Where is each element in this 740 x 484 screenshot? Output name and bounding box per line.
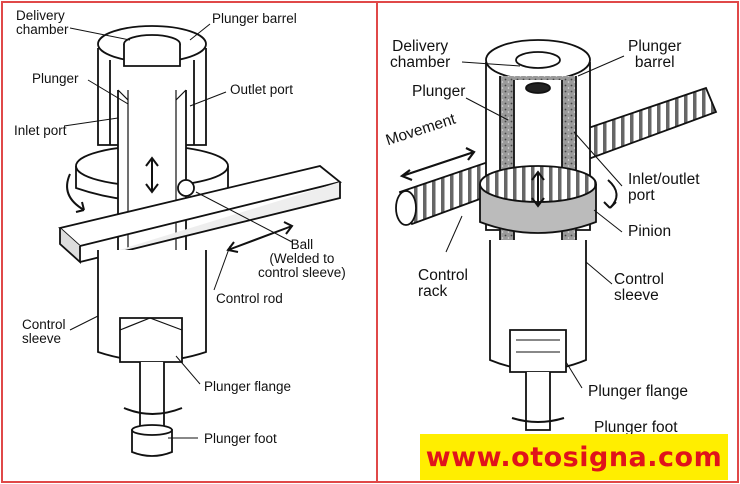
right-label-control-sleeve: Control sleeve <box>614 271 664 305</box>
right-label-plunger-flange: Plunger flange <box>588 383 688 400</box>
right-label-plunger: Plunger <box>412 83 466 100</box>
right-plunger-flange <box>509 329 567 373</box>
left-label-inlet-port: Inlet port <box>14 123 67 138</box>
left-rotation-arrow-lower <box>123 407 183 415</box>
right-foot-rotation-arrow <box>511 417 565 423</box>
right-label-plunger-foot: Plunger foot <box>594 419 678 436</box>
right-movement-arrow <box>399 147 476 182</box>
left-leader-lines <box>63 23 293 439</box>
right-plunger-foot <box>525 372 551 431</box>
left-label-delivery-chamber: Delivery chamber <box>16 8 69 38</box>
right-label-plunger-barrel: Plunger barrel <box>628 38 682 72</box>
left-label-plunger-barrel: Plunger barrel <box>212 11 297 26</box>
left-plunger-foot <box>131 362 173 457</box>
right-rotation-arrow <box>603 179 618 209</box>
left-label-ball: Ball (Welded to control sleeve) <box>258 237 346 281</box>
left-label-plunger-flange: Plunger flange <box>204 379 292 394</box>
right-label-pinion: Pinion <box>628 223 672 240</box>
right-pump-drawing <box>395 39 718 431</box>
right-stroke-arrow <box>531 170 545 208</box>
left-label-plunger-foot: Plunger foot <box>204 431 277 446</box>
right-label-delivery-chamber: Delivery chamber <box>390 38 451 72</box>
left-ball <box>177 179 195 197</box>
left-label-outlet-port: Outlet port <box>230 82 294 97</box>
left-label-control-rod: Control rod <box>216 291 283 306</box>
left-rotation-arrow-upper <box>66 173 85 211</box>
watermark-text: www.otosigna.com <box>425 441 723 473</box>
right-label-inlet-outlet-port: Inlet/outlet port <box>628 171 700 205</box>
left-label-plunger: Plunger <box>32 71 79 86</box>
left-stroke-arrow <box>145 156 159 194</box>
right-label-control-rack: Control rack <box>418 267 468 301</box>
left-plunger-flange <box>119 317 183 363</box>
left-pump-drawing <box>58 23 342 457</box>
right-leader-lines <box>445 55 625 389</box>
watermark-banner: www.otosigna.com <box>420 434 728 480</box>
left-rod-movement-arrow <box>226 221 294 253</box>
left-label-control-sleeve: Control sleeve <box>22 317 66 347</box>
right-panel-border <box>376 1 739 483</box>
left-control-rod <box>58 165 342 265</box>
